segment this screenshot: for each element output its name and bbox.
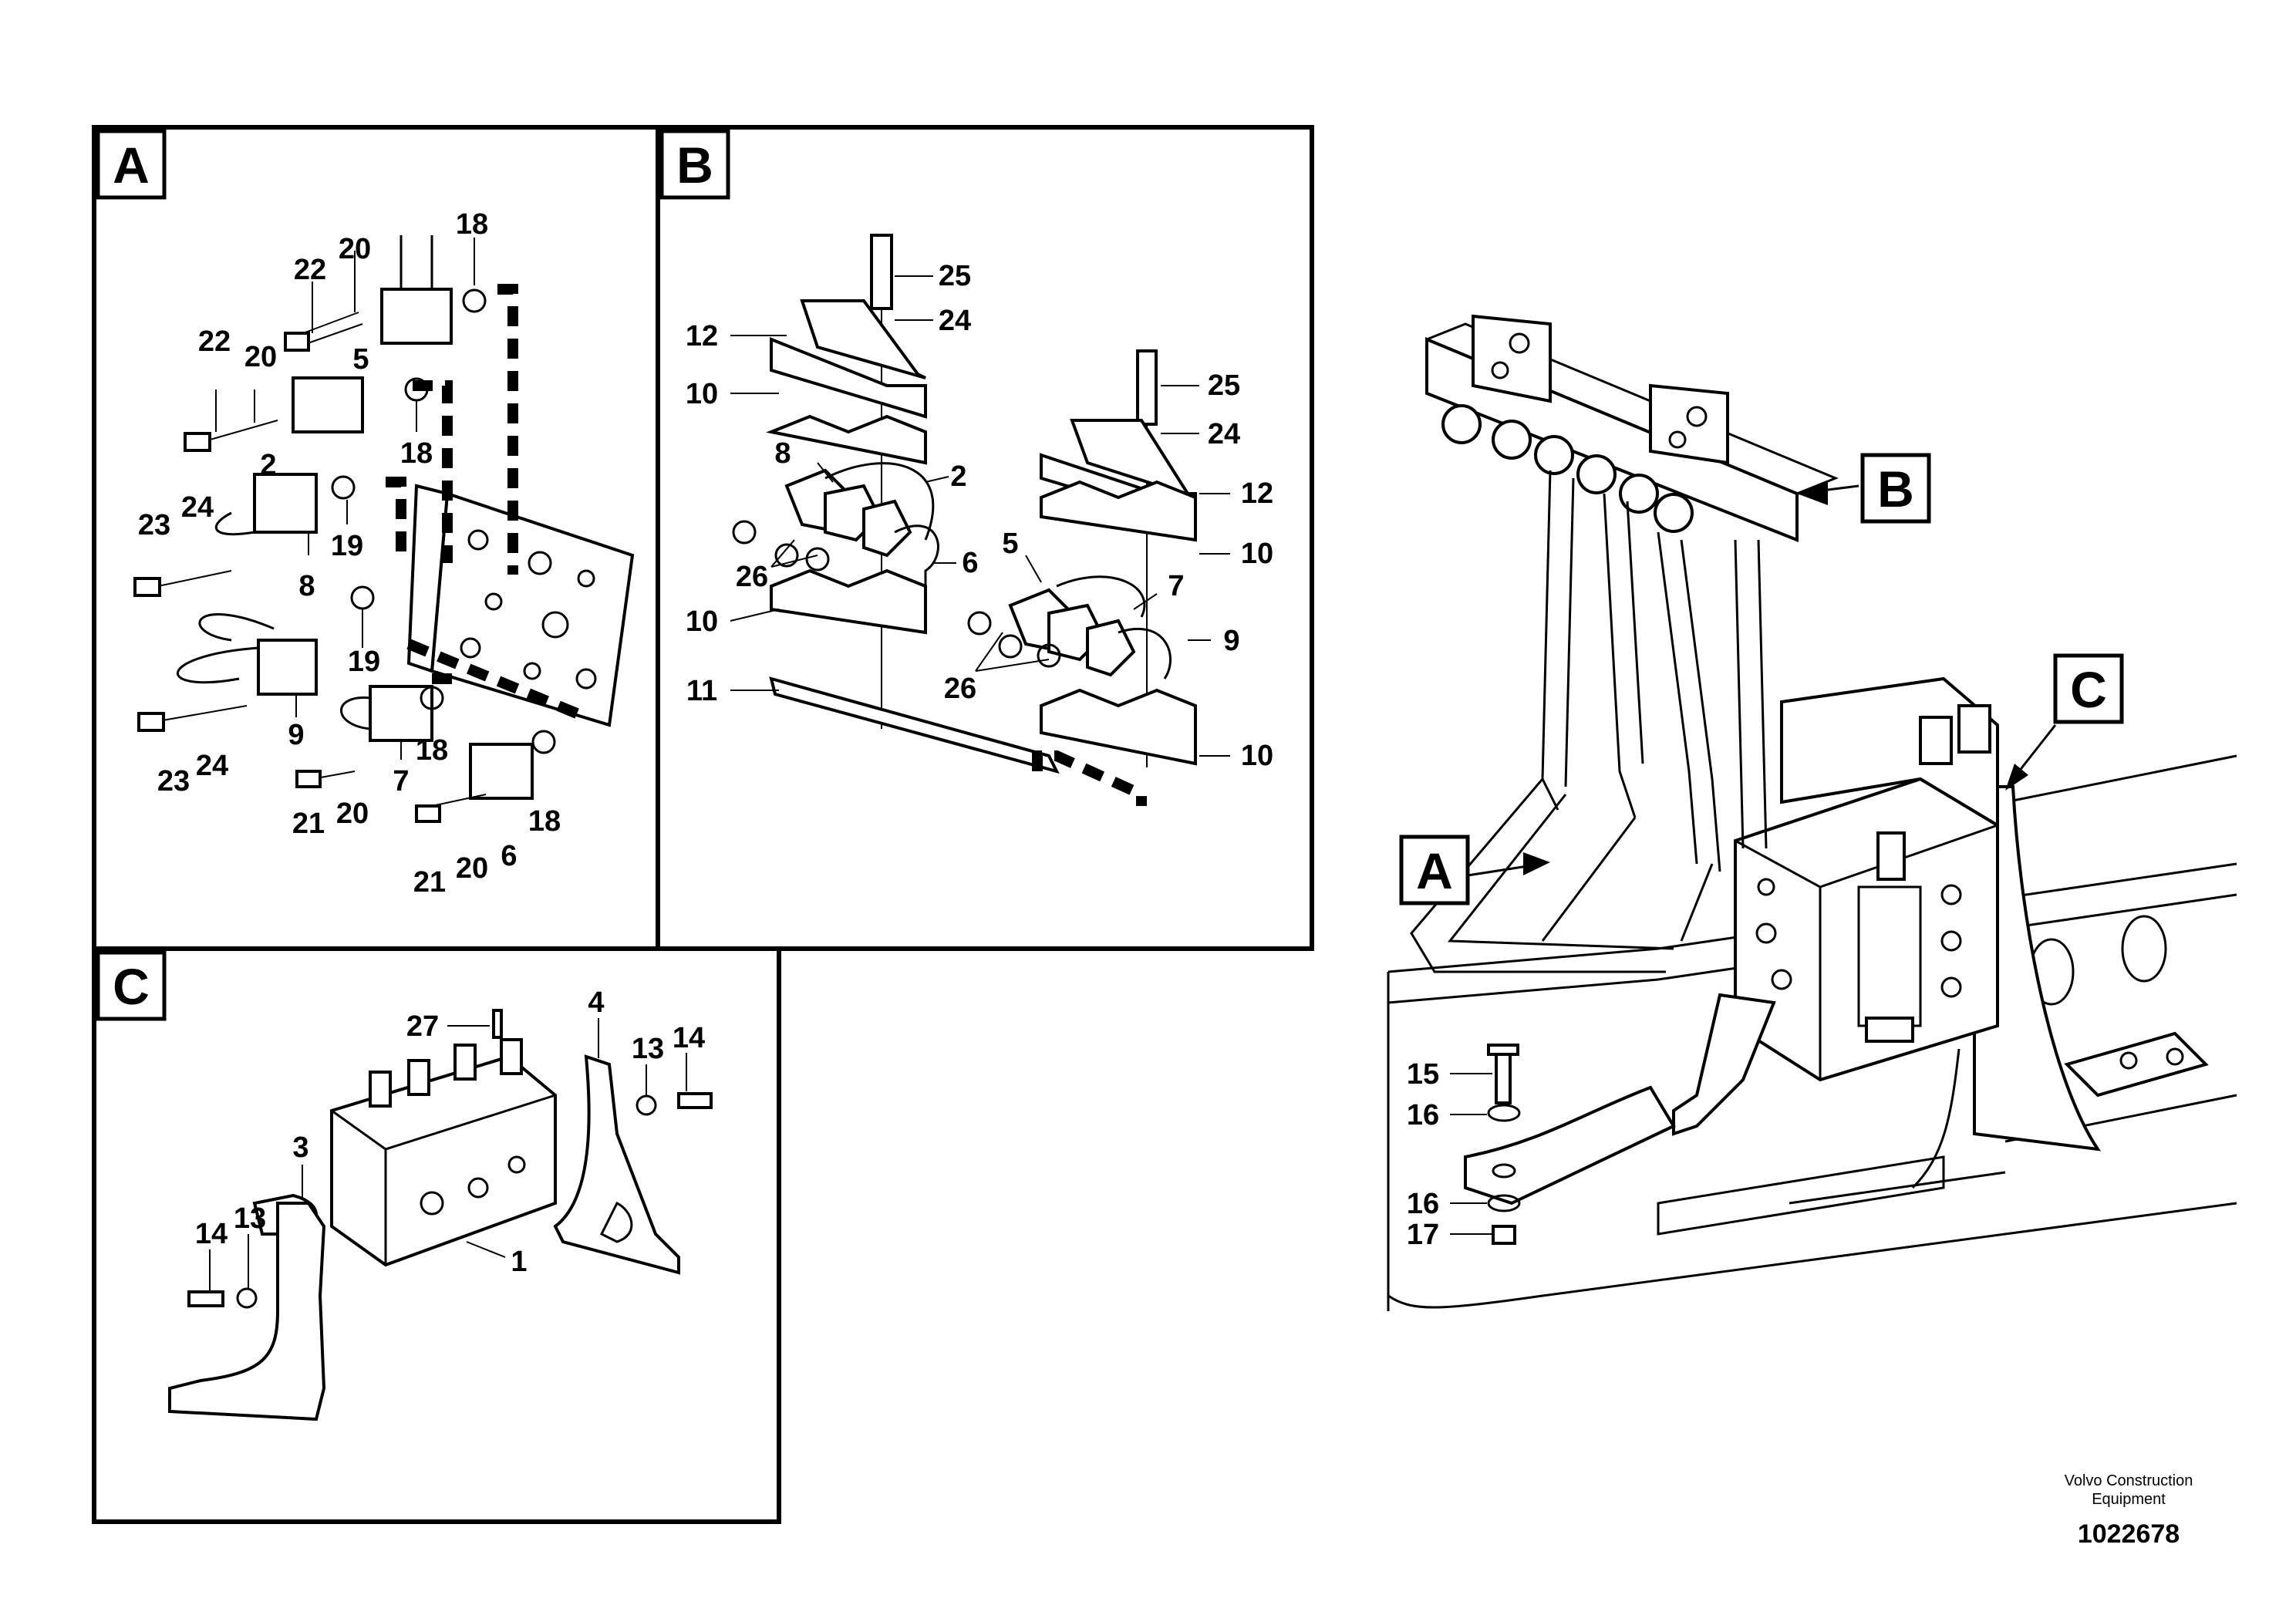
- machine-frame-illustration: [1387, 754, 2237, 1311]
- panel-b-label: 25: [1208, 369, 1240, 402]
- panel-a-label: 21: [292, 808, 325, 840]
- panel-c-label: 14: [673, 1022, 705, 1054]
- panel-a-label: 20: [336, 798, 369, 830]
- panel-b-label: 5: [1002, 528, 1018, 560]
- panel-b-label: 2: [950, 460, 966, 493]
- callout-a-box: [1399, 835, 1470, 905]
- panel-a-label: 18: [456, 208, 488, 241]
- panel-b-label: 9: [1223, 625, 1239, 657]
- panel-a-valve-block-illustration: [406, 484, 635, 727]
- panel-b-letter-box: [659, 129, 730, 200]
- main-view-label: 16: [1407, 1188, 1439, 1220]
- panel-c-label: 1: [511, 1246, 527, 1278]
- panel-b-leader-lines: [730, 275, 1230, 757]
- panel-a-label: 22: [294, 254, 326, 286]
- callout-c-letter: C: [2070, 661, 2107, 718]
- document-footer: Volvo Construction Equipment 1022678: [2005, 1472, 2252, 1549]
- panel-c: C: [92, 946, 781, 1524]
- panel-a-letter-box: [96, 129, 167, 200]
- panel-c-valve-and-brackets: [168, 1009, 713, 1421]
- panel-c-label: 13: [632, 1033, 664, 1065]
- main-assembly-view: B C A 15 16 16 17: [1387, 314, 2237, 1311]
- panel-b-label: 10: [1241, 740, 1273, 772]
- panel-c-letter: C: [113, 958, 150, 1015]
- panel-c-label: 14: [195, 1218, 228, 1250]
- company-name-line2: Equipment: [2092, 1491, 2166, 1508]
- panel-a-dashed-routes: [386, 284, 588, 723]
- panel-a-part-numbers: 18 20 22 22 20 5 18 2 24 23 19 8 19 9 23…: [138, 208, 561, 899]
- panel-a-label: 24: [181, 491, 214, 524]
- panel-b-label: 10: [686, 378, 718, 410]
- panel-a-label: 18: [528, 805, 561, 838]
- panel-b-label: 11: [686, 675, 717, 707]
- panel-a-label: 23: [157, 765, 190, 798]
- panel-b-label: 10: [1241, 538, 1273, 570]
- panel-a-label: 5: [352, 343, 369, 376]
- panel-a-letter: A: [113, 137, 150, 194]
- main-control-valve-illustration: [1672, 676, 1999, 1136]
- panel-a-label: 21: [413, 866, 446, 899]
- main-view-callouts: B C A: [1399, 453, 2124, 905]
- main-bracket-fasteners: [1464, 1044, 1676, 1245]
- panel-a-label: 20: [456, 852, 488, 885]
- panel-a-flange-fittings: [133, 235, 556, 823]
- panel-b: B: [656, 125, 1314, 951]
- panel-b-label: 26: [944, 673, 976, 705]
- panel-b-label: 6: [962, 547, 978, 579]
- document-number: 1022678: [2077, 1519, 2180, 1549]
- panel-a-label: 23: [138, 509, 170, 541]
- panel-c-leader-lines: [209, 1018, 687, 1292]
- panel-a-label: 19: [348, 646, 380, 678]
- panel-a-label: 8: [298, 570, 315, 602]
- panel-b-label: 12: [686, 320, 718, 352]
- main-view-label: 16: [1407, 1099, 1439, 1131]
- panel-a-label: 9: [288, 719, 304, 751]
- panel-c-letter-box: [96, 950, 167, 1021]
- panel-b-label: 8: [774, 437, 791, 470]
- main-pipe-manifold-illustration: [1410, 314, 1839, 973]
- main-view-part-numbers: 15 16 16 17: [1407, 1058, 1439, 1251]
- panel-a-label: 19: [331, 530, 363, 562]
- callout-b-box: [1860, 453, 1931, 524]
- panel-a-label: 2: [260, 449, 276, 481]
- callout-b-letter: B: [1877, 460, 1914, 518]
- panel-b-frame: [656, 125, 1314, 951]
- panel-a-label: 18: [416, 734, 448, 767]
- panel-b-part-numbers: 25 24 12 10 8 2 26 6 10 11 25 24 12 10 5…: [686, 260, 1273, 772]
- panel-b-label: 10: [686, 605, 718, 638]
- company-name-line1: Volvo Construction: [2064, 1472, 2193, 1489]
- panel-b-label: 24: [939, 305, 971, 337]
- panel-a: A: [92, 125, 660, 951]
- panel-c-label: 27: [406, 1010, 439, 1043]
- panel-a-label: 18: [400, 437, 433, 470]
- panel-b-label: 24: [1208, 418, 1240, 450]
- main-view-label: 15: [1407, 1058, 1439, 1091]
- main-view-label: 17: [1407, 1219, 1439, 1251]
- panel-b-label: 26: [736, 561, 768, 593]
- panel-a-leader-lines: [215, 238, 475, 760]
- panel-b-label: 7: [1168, 570, 1184, 602]
- panel-c-label: 4: [588, 986, 604, 1019]
- panel-b-label: 12: [1241, 477, 1273, 510]
- panel-c-label: 13: [234, 1202, 266, 1235]
- panel-a-label: 6: [501, 840, 517, 872]
- panel-b-letter: B: [676, 137, 713, 194]
- callout-a-letter: A: [1416, 842, 1453, 899]
- panel-a-label: 24: [196, 750, 228, 782]
- panel-a-label: 20: [244, 341, 277, 373]
- panel-c-part-numbers: 27 4 14 13 3 13 14 1: [195, 986, 705, 1278]
- panel-b-label: 25: [939, 260, 971, 292]
- panel-a-label: 22: [198, 325, 231, 358]
- panel-a-label: 7: [393, 765, 409, 798]
- panel-c-label: 3: [292, 1131, 308, 1164]
- panel-a-label: 20: [339, 233, 371, 265]
- callout-c-box: [2053, 653, 2124, 724]
- panel-c-frame: [92, 946, 781, 1524]
- panel-b-dashed-route: [1032, 750, 1147, 806]
- main-view-leader-lines: [1450, 1073, 1492, 1235]
- panel-b-clamp-assemblies: [732, 234, 1197, 774]
